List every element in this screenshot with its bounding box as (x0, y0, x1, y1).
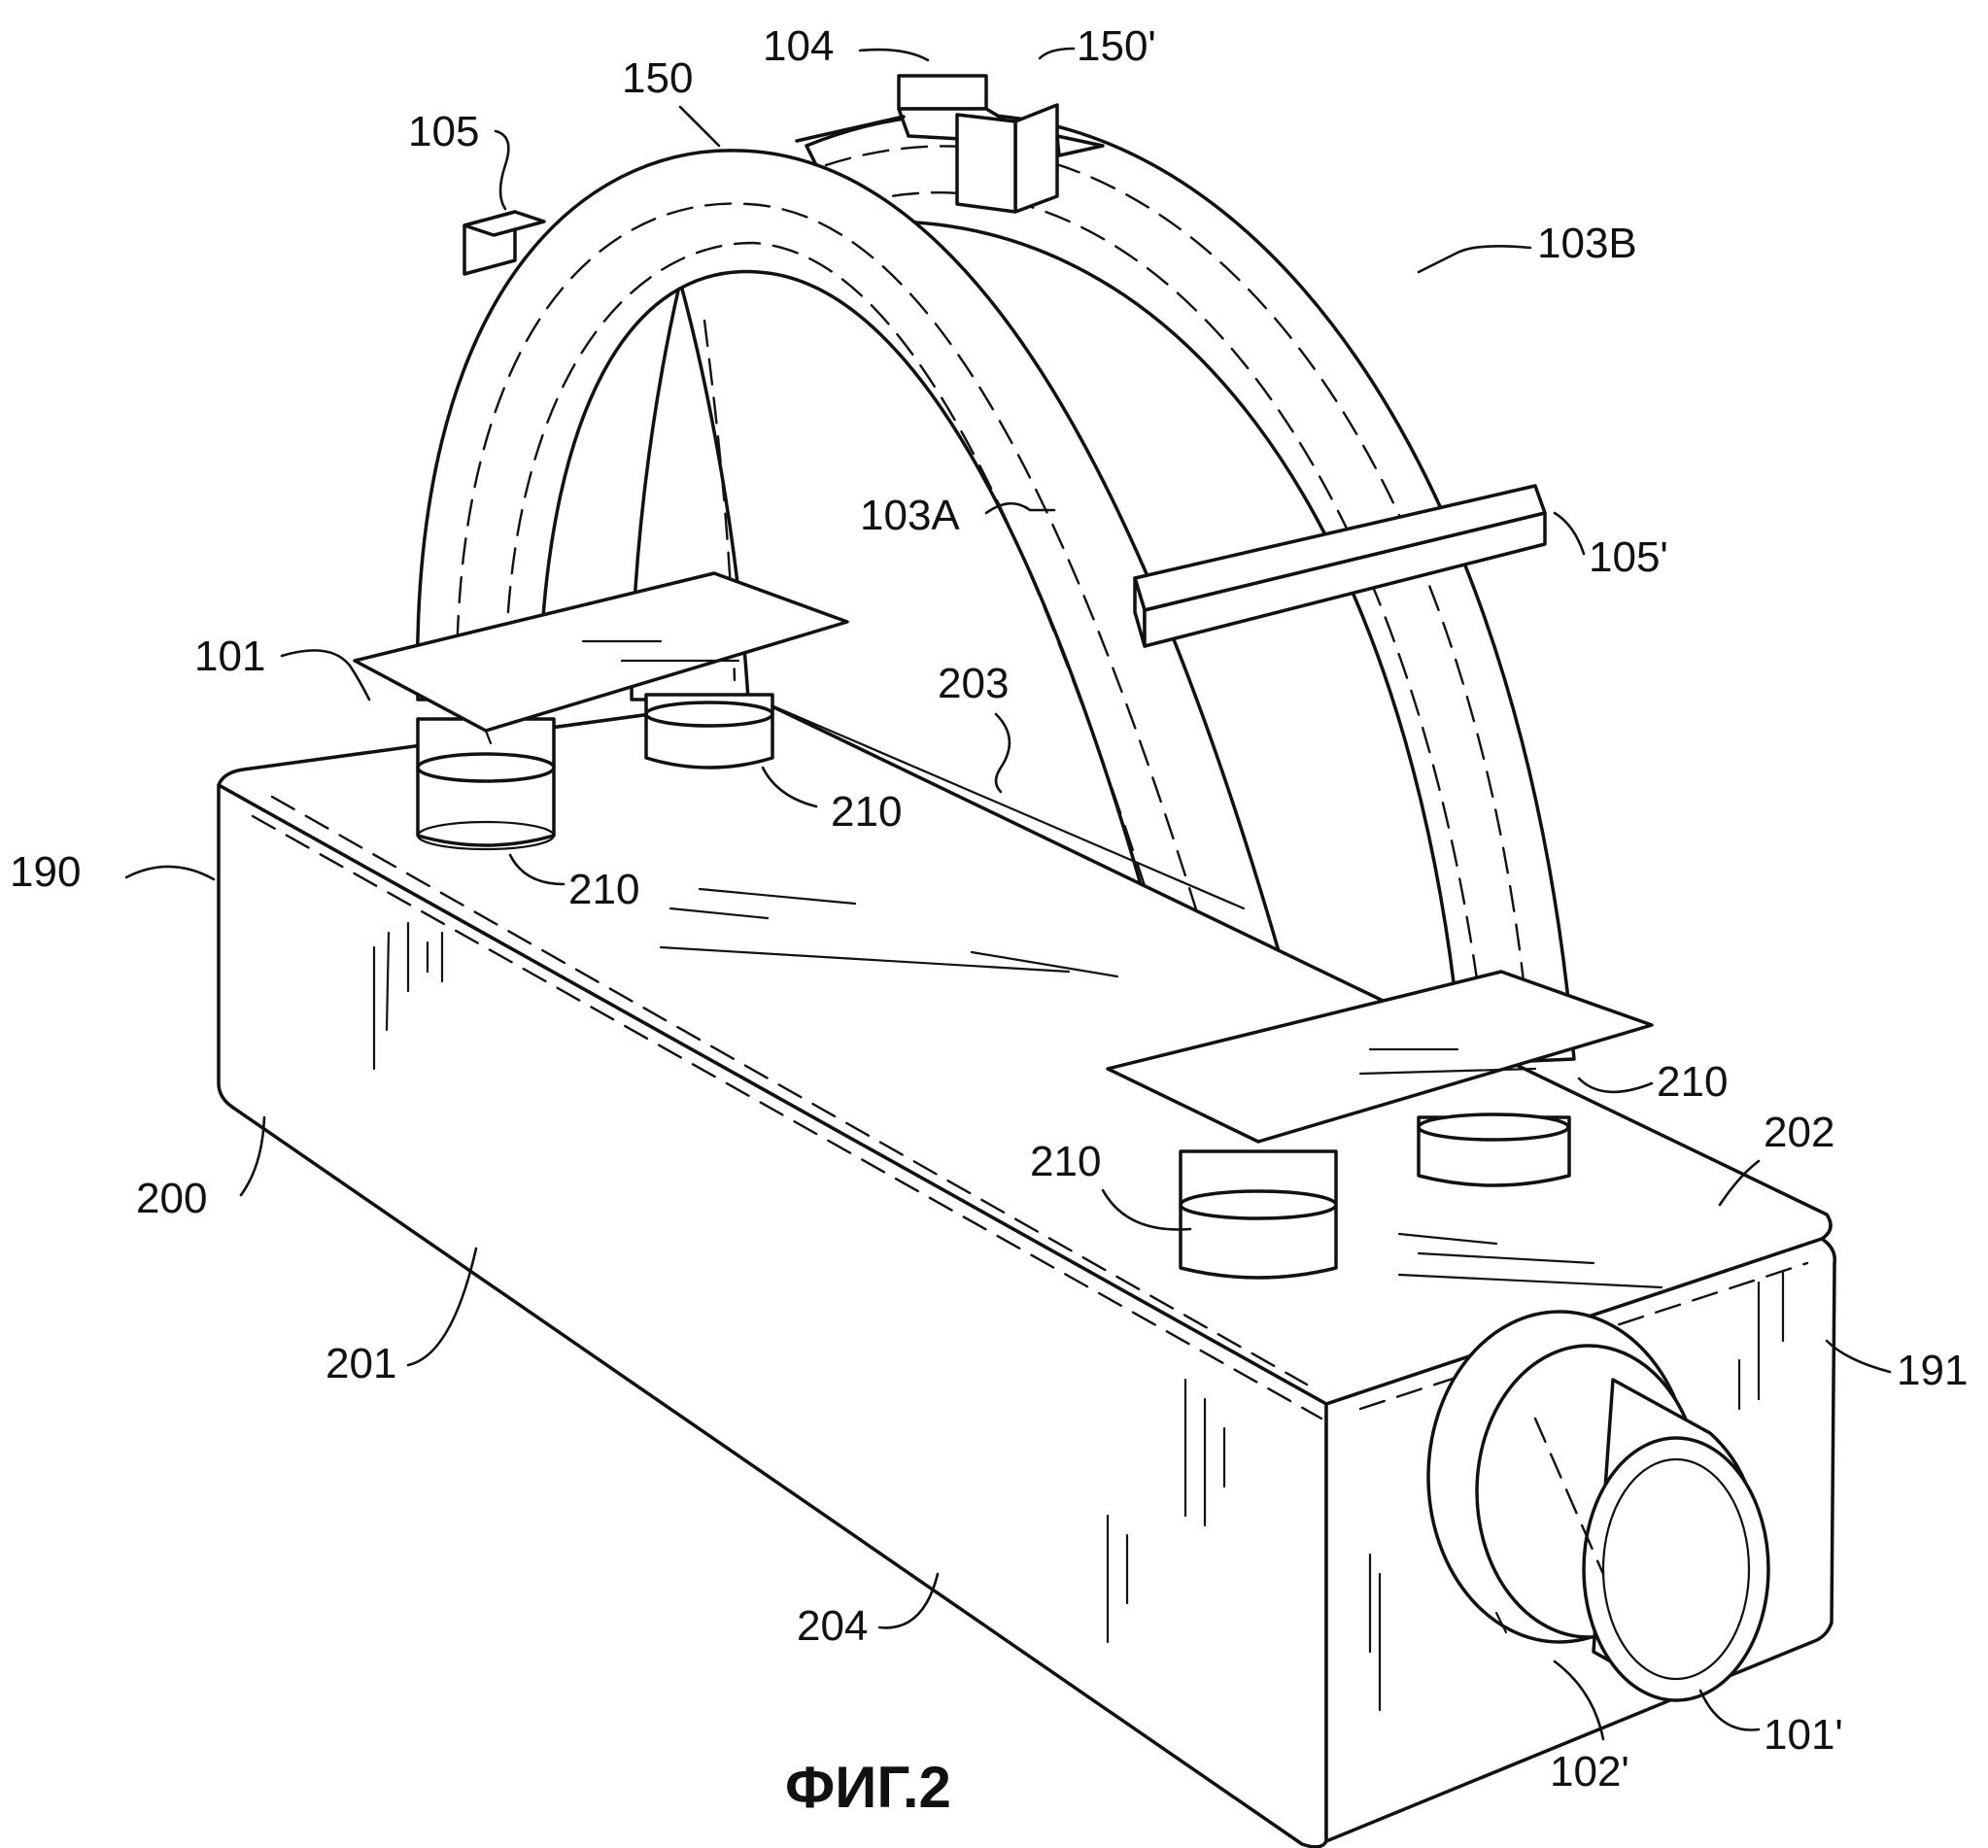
plate-right (1106, 970, 1654, 1144)
label-210-right-back: 210 (1657, 1058, 1728, 1106)
connector-210-left-back (644, 693, 774, 770)
label-103B: 103B (1537, 220, 1637, 267)
leader-lines (124, 47, 1892, 1741)
label-102-prime: 102' (1550, 1748, 1629, 1796)
reference-labels: 104 150' 150 105 103B 103A 105' 101 203 … (10, 22, 1968, 1796)
label-200: 200 (136, 1175, 207, 1222)
connector-210-right-back (1417, 1112, 1571, 1187)
label-104: 104 (763, 22, 834, 70)
plate-left (353, 571, 849, 745)
label-210-right-front: 210 (1030, 1138, 1101, 1185)
figure-caption: ФИГ.2 (785, 1755, 951, 1820)
label-204: 204 (797, 1602, 868, 1650)
connector-210-right-front (1179, 1149, 1338, 1280)
label-101: 101 (194, 633, 265, 680)
strip-105-prime (1133, 484, 1547, 648)
label-105: 105 (408, 108, 479, 155)
label-101-prime: 101' (1764, 1711, 1843, 1759)
label-210-left-back: 210 (831, 788, 902, 836)
strip-105 (463, 210, 546, 276)
label-202: 202 (1764, 1109, 1834, 1156)
label-190: 190 (10, 848, 81, 896)
label-105-prime: 105' (1589, 533, 1668, 581)
label-201: 201 (326, 1340, 396, 1387)
label-150: 150 (622, 54, 693, 102)
outlet-pipe (1426, 1310, 1770, 1702)
label-150-prime: 150' (1077, 22, 1156, 70)
label-210-left-front: 210 (568, 866, 639, 913)
connector-210-left-front (416, 717, 556, 851)
label-203: 203 (938, 660, 1009, 707)
housing-box (217, 698, 1836, 1848)
clip-104 (795, 74, 1105, 214)
label-191: 191 (1897, 1347, 1968, 1394)
label-103A: 103A (860, 492, 960, 539)
